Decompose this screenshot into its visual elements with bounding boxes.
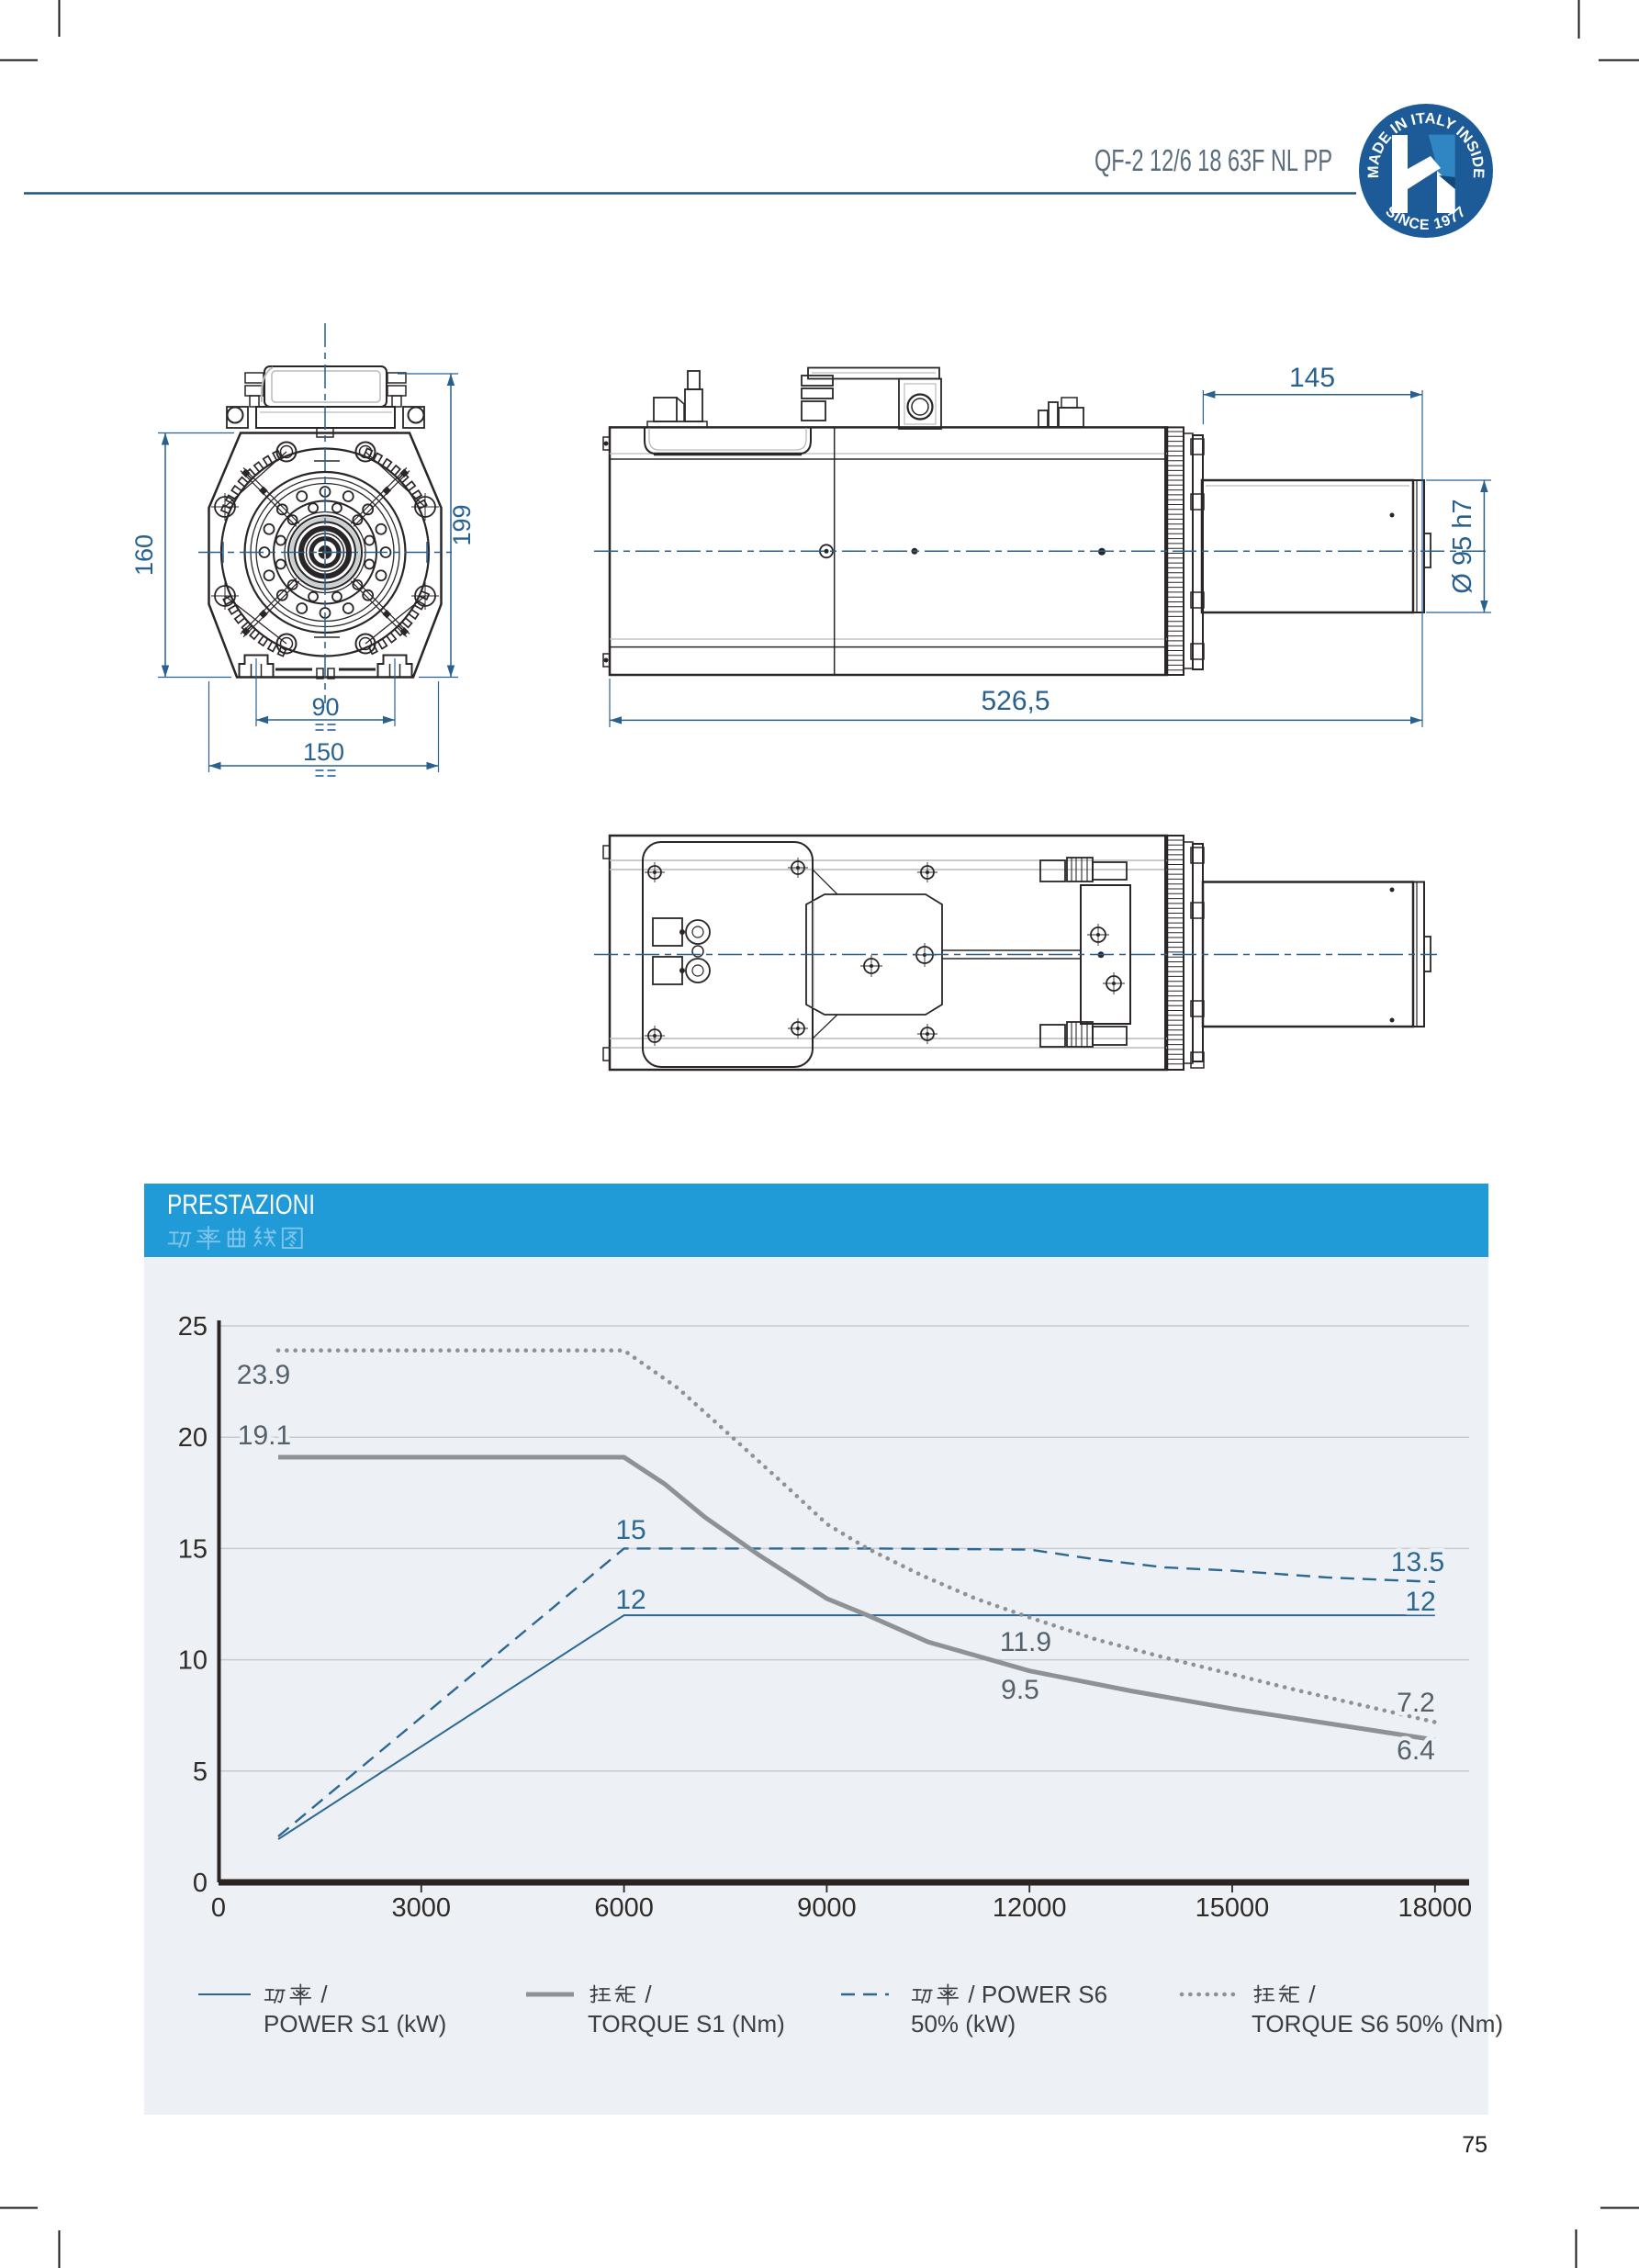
svg-text:11.9: 11.9	[1000, 1627, 1051, 1657]
svg-text:20: 20	[178, 1423, 208, 1453]
svg-text:526,5: 526,5	[981, 686, 1050, 716]
svg-text:12: 12	[1405, 1587, 1435, 1617]
svg-text:5: 5	[193, 1757, 208, 1787]
svg-text:19.1: 19.1	[238, 1420, 291, 1451]
svg-text:7.2: 7.2	[1397, 1688, 1435, 1718]
svg-text:QF-2 12/6 18 63F NL PP: QF-2 12/6 18 63F NL PP	[1095, 143, 1332, 177]
svg-text:/: /	[645, 1981, 652, 2008]
svg-text:15: 15	[615, 1515, 645, 1545]
svg-text:6000: 6000	[594, 1893, 654, 1923]
svg-text:9000: 9000	[797, 1893, 857, 1923]
svg-text:/: /	[1308, 1981, 1316, 2008]
svg-text:TORQUE S1 (Nm): TORQUE S1 (Nm)	[588, 2010, 785, 2038]
svg-text:12000: 12000	[993, 1893, 1067, 1923]
svg-text:/ POWER S6: / POWER S6	[968, 1981, 1107, 2008]
svg-text:/: /	[320, 1981, 328, 2008]
svg-text:25: 25	[178, 1312, 208, 1342]
svg-text:50% (kW): 50% (kW)	[911, 2010, 1016, 2038]
svg-text:150: 150	[303, 738, 344, 766]
svg-text:PRESTAZIONI: PRESTAZIONI	[167, 1188, 315, 1220]
svg-text:75: 75	[1462, 2132, 1487, 2158]
svg-text:10: 10	[178, 1646, 208, 1676]
svg-text:23.9: 23.9	[237, 1360, 290, 1390]
svg-text:POWER S1 (kW): POWER S1 (kW)	[264, 2010, 446, 2038]
svg-text:Ø 95 h7: Ø 95 h7	[1448, 499, 1477, 593]
svg-text:TORQUE S6 50% (Nm): TORQUE S6 50% (Nm)	[1252, 2010, 1503, 2038]
svg-text:145: 145	[1289, 363, 1335, 393]
svg-text:12: 12	[615, 1585, 645, 1615]
svg-text:160: 160	[130, 534, 158, 576]
svg-text:13.5: 13.5	[1391, 1547, 1444, 1577]
svg-text:0: 0	[211, 1893, 226, 1923]
svg-text:0: 0	[193, 1869, 208, 1898]
svg-text:9.5: 9.5	[1001, 1675, 1039, 1705]
svg-text:18000: 18000	[1398, 1893, 1472, 1923]
svg-text:3000: 3000	[392, 1893, 452, 1923]
svg-text:15000: 15000	[1196, 1893, 1270, 1923]
svg-text:15: 15	[178, 1534, 208, 1564]
svg-text:6.4: 6.4	[1397, 1735, 1435, 1766]
svg-text:199: 199	[448, 504, 476, 545]
svg-text:90: 90	[311, 693, 339, 721]
